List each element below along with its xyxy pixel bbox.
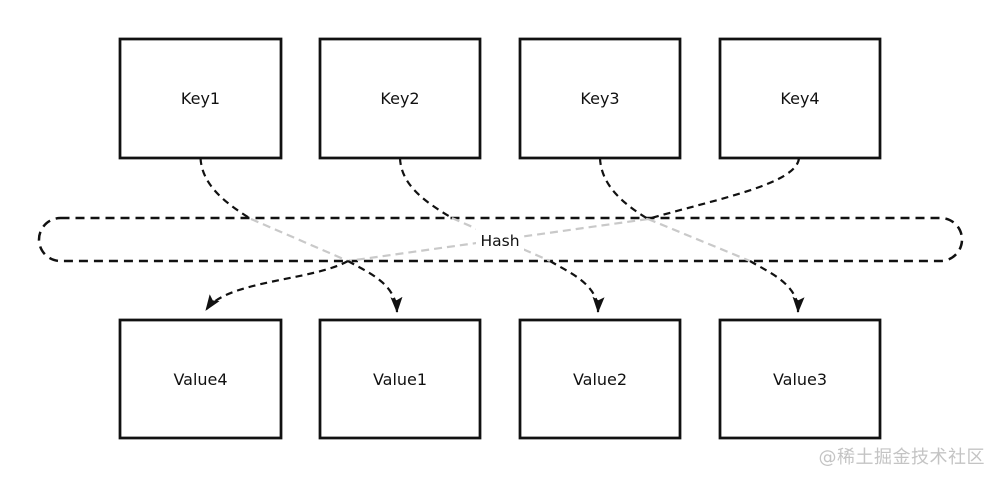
- hash-label: Hash: [480, 232, 519, 250]
- value-box-2: Value1: [318, 318, 482, 440]
- value-box-1: Value4: [118, 318, 283, 440]
- watermark-text: @稀土掘金技术社区: [818, 447, 985, 468]
- key-box-1-rect: [118, 37, 283, 160]
- value-box-2-rect: [318, 318, 482, 440]
- value-box-2-label: Value1: [373, 370, 427, 389]
- value-box-1-label: Value4: [173, 370, 227, 389]
- value-box-4-label: Value3: [773, 370, 827, 389]
- flow-key4-inside-hash: [347, 217, 649, 263]
- flow-key4-to-hash: [647, 157, 801, 221]
- key-box-4-rect: [718, 37, 882, 160]
- key-box-3-rect: [518, 37, 682, 160]
- key-box-2-rect: [318, 37, 482, 160]
- flow-key3-inside-hash: [647, 217, 751, 263]
- arrow-hash-to-value2: [549, 260, 605, 313]
- value-box-4-rect: [718, 318, 882, 440]
- arrow-hash-to-value4: [205, 260, 349, 311]
- value-box-4: Value3: [718, 318, 882, 440]
- key-box-4: Key4: [718, 37, 882, 160]
- flow-key3-to-hash: [598, 157, 649, 220]
- key-box-3: Key3: [518, 37, 682, 160]
- key-box-2-label: Key2: [380, 89, 419, 108]
- value-box-1-rect: [118, 318, 283, 440]
- flow-key2-to-hash: [398, 157, 453, 219]
- key-box-1: Key1: [118, 37, 283, 160]
- hash-label-backing: [476, 227, 524, 253]
- key-box-1-label: Key1: [181, 89, 220, 108]
- flow-key1-to-hash: [199, 157, 252, 220]
- value-box-3: Value2: [518, 318, 682, 440]
- key-box-4-label: Key4: [780, 89, 819, 108]
- flow-key1-inside-hash: [250, 217, 349, 263]
- arrow-hash-to-value1: [347, 260, 403, 313]
- value-box-3-rect: [518, 318, 682, 440]
- key-box-2: Key2: [318, 37, 482, 160]
- key-box-3-label: Key3: [580, 89, 619, 108]
- arrow-hash-to-value3: [749, 260, 805, 313]
- value-box-3-label: Value2: [573, 370, 627, 389]
